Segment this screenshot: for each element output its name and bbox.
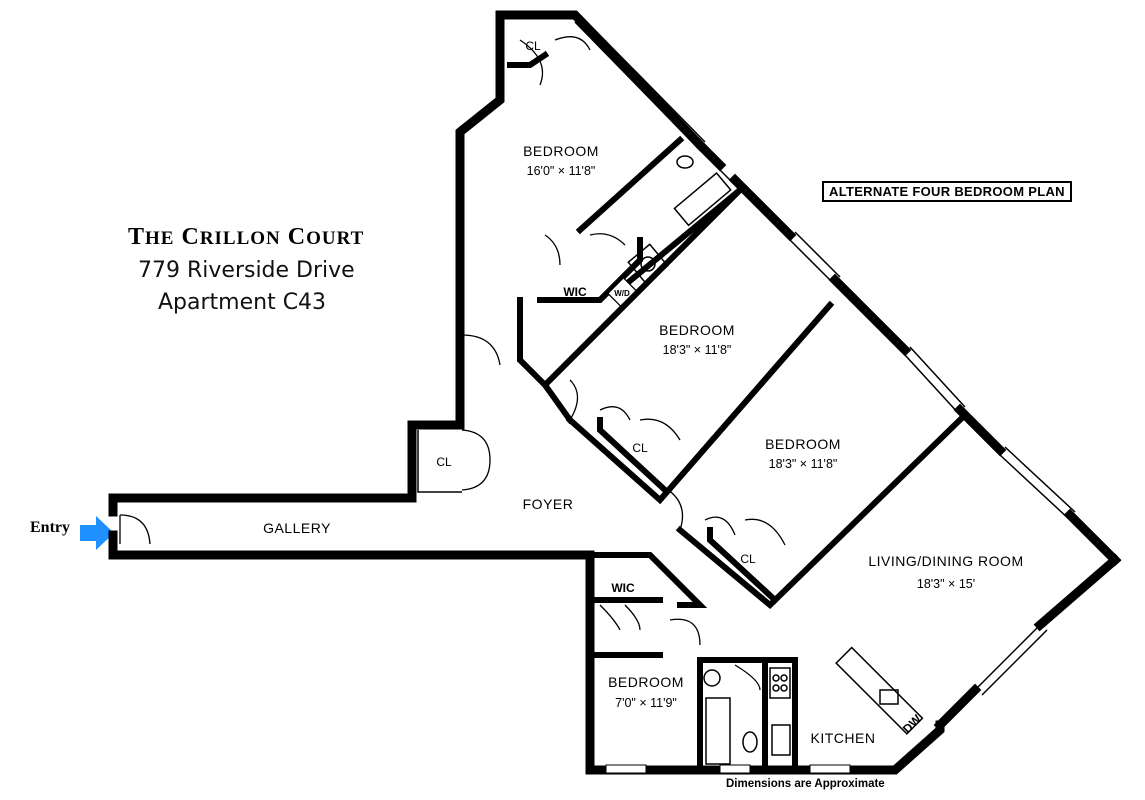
closet-bed2-label: CL [632, 441, 648, 455]
bedroom4-dims: 7'0" × 11'9" [615, 696, 677, 710]
kitchen-label: KITCHEN [811, 730, 876, 746]
foyer-label: FOYER [523, 496, 574, 512]
interior-walls [417, 50, 970, 773]
dimensions-note: Dimensions are Approximate [726, 778, 885, 790]
bedroom2-dims: 18'3" × 11'8" [663, 343, 732, 357]
bedroom2-label: BEDROOM [659, 322, 735, 338]
building-address: 779 Riverside Drive [138, 258, 355, 283]
plan-label: ALTERNATE FOUR BEDROOM PLAN [822, 181, 1072, 202]
wic-bed1-label: WIC [563, 285, 587, 299]
fixtures [627, 155, 924, 765]
wic-bed4-label: WIC [611, 581, 635, 595]
facade-windows [574, 14, 1076, 774]
dishwasher-label: DW [900, 712, 925, 737]
bedroom4-label: BEDROOM [608, 674, 684, 690]
closet-bed3-label: CL [740, 552, 756, 566]
entry-arrow-icon [80, 516, 114, 550]
bedroom3-label: BEDROOM [765, 436, 841, 452]
doors [119, 36, 786, 691]
washer-dryer-label: W/D [614, 289, 630, 298]
closet-top-label: CL [525, 39, 541, 53]
apartment-number: Apartment C43 [158, 290, 327, 315]
gallery-label: GALLERY [263, 520, 331, 536]
bedroom1-label: BEDROOM [523, 143, 599, 159]
bedroom1-dims: 16'0" × 11'8" [527, 164, 596, 178]
closet-foyer-label: CL [436, 455, 452, 469]
living-label: LIVING/DINING ROOM [868, 553, 1023, 569]
bedroom3-dims: 18'3" × 11'8" [769, 457, 838, 471]
building-name: THE CRILLON COURT [128, 224, 365, 250]
living-dims: 18'3" × 15' [917, 577, 975, 591]
entry-label: Entry [30, 519, 70, 536]
